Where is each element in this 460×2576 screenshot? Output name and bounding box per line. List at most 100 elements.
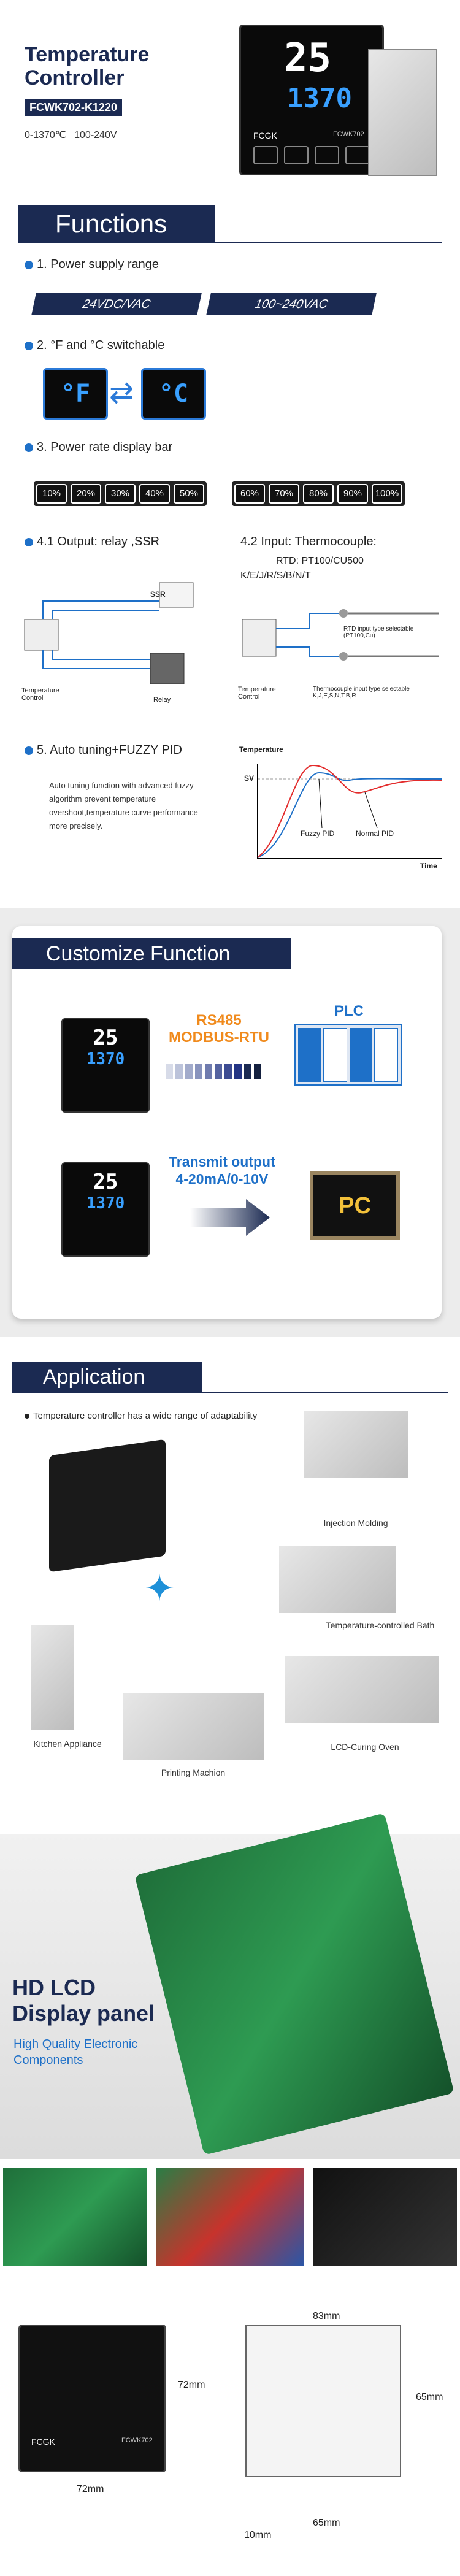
- device-key: [284, 146, 309, 164]
- application-label: LCD-Curing Oven: [331, 1742, 399, 1752]
- feature-3: 3. Power rate display bar: [25, 440, 172, 454]
- transmit-label: Transmit output 4-20mA/0-10V: [169, 1154, 275, 1187]
- feature-41-text: 4.1 Output: relay ,SSR: [37, 535, 160, 548]
- rtd-text: RTD: PT100/CU500: [276, 556, 364, 566]
- kitchen-appliance-image: [31, 1625, 74, 1730]
- relay-shape: [150, 653, 185, 684]
- device-model: FCWK702: [121, 2437, 153, 2444]
- dim-side-w: 83mm: [313, 2311, 340, 2321]
- device-key: [253, 146, 278, 164]
- device-pv: 25: [93, 1025, 118, 1050]
- graph-time-label: Time: [420, 862, 437, 870]
- power-bar-cell: 80%: [303, 484, 334, 504]
- power-bar-cell: 40%: [139, 484, 170, 504]
- power-bar-cell: 10%: [36, 484, 67, 504]
- fahrenheit-display: °F: [43, 368, 108, 420]
- application-label: Injection Molding: [323, 1518, 388, 1528]
- divider: [12, 1392, 448, 1393]
- range-pill: 24VDC/VAC: [31, 293, 202, 315]
- feature-1-text: 1. Power supply range: [37, 258, 159, 271]
- device-brand: FCGK: [253, 131, 277, 140]
- normal-curve: [257, 764, 442, 858]
- graph-y-label: Temperature: [239, 745, 283, 754]
- component-photo: [3, 2168, 147, 2266]
- range-pill: 100~240VAC: [206, 293, 377, 315]
- rs485-label: RS485 MODBUS-RTU: [169, 1012, 269, 1046]
- device-side-dim: [245, 2325, 401, 2477]
- lcd-subtitle: High Quality Electronic Components: [13, 2037, 138, 2067]
- signal-bars: [166, 1064, 261, 1079]
- customize-card: [12, 926, 442, 1319]
- lcd-title: HD LCD Display panel: [12, 1975, 155, 2026]
- feature-42: 4.2 Input: Thermocouple:: [240, 535, 377, 548]
- application-label: Temperature-controlled Bath: [326, 1620, 435, 1630]
- application-label: Kitchen Appliance: [33, 1739, 102, 1749]
- pc-label: PC: [339, 1192, 371, 1219]
- controller-shape: [24, 619, 59, 651]
- fuzzy-description: Auto tuning function with advanced fuzzy…: [49, 781, 198, 830]
- output-wiring-diagram: [24, 582, 194, 684]
- feature-2: 2. °F and °C switchable: [25, 339, 164, 353]
- fuzzy-curve: [257, 772, 442, 858]
- bullet-icon: [25, 443, 33, 452]
- pid-graph: [257, 764, 442, 859]
- power-bar-right: 60% 70% 80% 90% 100%: [232, 481, 405, 506]
- model-badge: FCWK702-K1220: [25, 99, 123, 116]
- device-front: 25 1370 FCGK FCWK702: [239, 25, 384, 175]
- plc-icon: [294, 1024, 402, 1086]
- device-brand: FCGK: [31, 2437, 55, 2447]
- celsius-display: °C: [141, 368, 206, 420]
- device-sv: 1370: [86, 1050, 125, 1068]
- injection-molding-image: [304, 1411, 408, 1478]
- curing-oven-image: [285, 1656, 439, 1723]
- application-note: Temperature controller has a wide range …: [25, 1411, 257, 1421]
- device-sv: 1370: [287, 83, 352, 114]
- feature-3-text: 3. Power rate display bar: [37, 440, 173, 454]
- customize-header: Customize Function: [12, 938, 291, 969]
- connector-icon: ✦: [144, 1568, 175, 1609]
- bullet-icon: [25, 746, 33, 755]
- feature-1: 1. Power supply range: [25, 258, 159, 272]
- feature-5: 5. Auto tuning+FUZZY PID: [25, 743, 182, 757]
- dim-front-w: 72mm: [77, 2484, 104, 2494]
- power-bar-cell: 60%: [234, 484, 265, 504]
- dim-side-depth: 10mm: [244, 2530, 272, 2540]
- graph-fuzzy-label: Fuzzy PID: [301, 829, 335, 838]
- device-key: [315, 146, 339, 164]
- device-front-small: 25 1370: [61, 1162, 150, 1257]
- feature-2-text: 2. °F and °C switchable: [37, 339, 165, 352]
- controller-label-right: Temperature Control: [238, 686, 276, 700]
- graph-normal-label: Normal PID: [356, 829, 394, 838]
- controller-photo: [49, 1439, 166, 1573]
- celsius-text: °C: [158, 380, 189, 408]
- device-key: [345, 146, 370, 164]
- power-bar-cell: 30%: [105, 484, 136, 504]
- feature-5-text: 5. Auto tuning+FUZZY PID: [37, 743, 182, 757]
- feature-41: 4.1 Output: relay ,SSR: [25, 535, 159, 549]
- ssr-shape: [159, 582, 194, 608]
- power-bar-cell: 100%: [372, 484, 402, 504]
- device-model: FCWK702: [333, 131, 364, 138]
- application-note-text: Temperature controller has a wide range …: [33, 1411, 258, 1421]
- bath-image: [279, 1546, 396, 1613]
- thermocouple-probe-icon: [339, 652, 348, 661]
- tc-types-text: K/E/J/R/S/B/N/T: [240, 570, 311, 581]
- ssr-label: SSR: [150, 590, 166, 599]
- relay-label: Relay: [153, 696, 171, 703]
- divider: [18, 242, 442, 243]
- dim-side-bottom: 65mm: [313, 2518, 340, 2528]
- spec-text: 0-1370℃ 100-240V: [25, 130, 117, 140]
- fahrenheit-text: °F: [60, 380, 91, 408]
- functions-header: Functions: [18, 205, 215, 242]
- plc-label: PLC: [334, 1003, 364, 1019]
- device-front-small: 25 1370: [61, 1018, 150, 1113]
- power-bar-cell: 70%: [269, 484, 299, 504]
- bullet-icon: [25, 260, 33, 269]
- pc-monitor-icon: PC: [310, 1171, 400, 1240]
- device-side: [368, 49, 437, 176]
- device-front-dim: FCGK FCWK702: [18, 2325, 166, 2472]
- controller-shape: [242, 619, 277, 657]
- rtd-probe-icon: [339, 609, 348, 618]
- graph-sv-label: SV: [244, 774, 255, 783]
- tc-selectable-label: Thermocouple input type selectable K,J,E…: [313, 686, 410, 699]
